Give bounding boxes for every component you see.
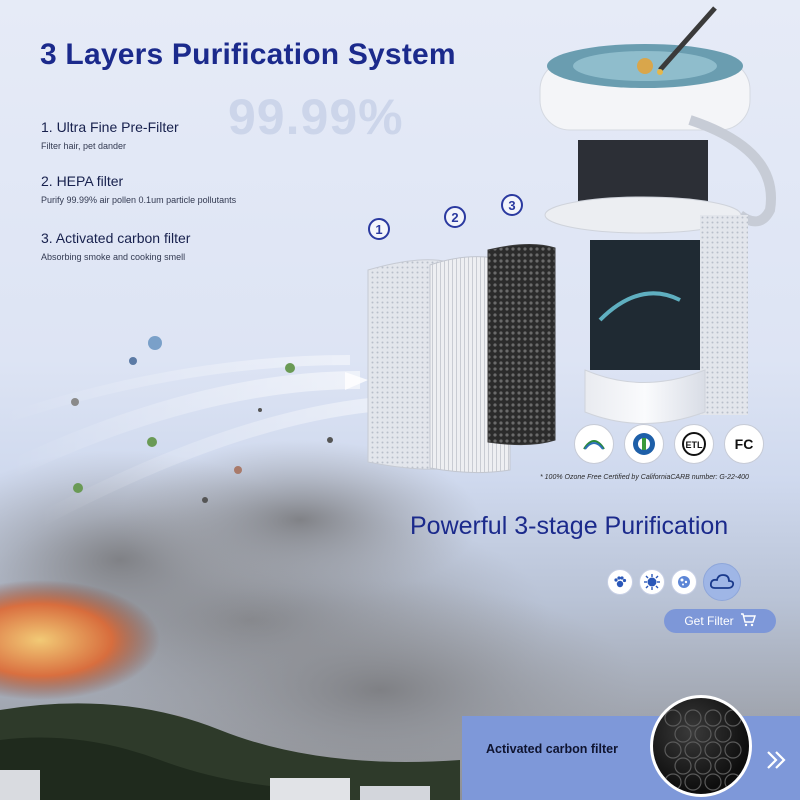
layer-description: Absorbing smoke and cooking smell (41, 252, 186, 262)
promo-headline: Powerful 3-stage Purification (410, 512, 729, 540)
california-badge-icon (574, 424, 614, 464)
svg-text:FC: FC (735, 436, 754, 452)
fc-badge-icon: FC (724, 424, 764, 464)
filter-number-3: 3 (501, 194, 523, 216)
svg-text:ETL: ETL (686, 440, 704, 450)
layer-title: 2. HEPA filter (41, 173, 124, 189)
page-title: 3 Layers Purification System (40, 38, 456, 71)
get-filter-label: Get Filter (684, 614, 734, 628)
etl-badge-icon: ETL (674, 424, 714, 464)
efficiency-watermark: 99.99% (228, 89, 404, 145)
double-chevron-right-icon (767, 751, 786, 769)
layer-item-prefilter: 1. Ultra Fine Pre-Filter Filter hair, pe… (41, 119, 179, 151)
filter-number-2: 2 (444, 206, 466, 228)
certification-badges: ETL FC (574, 424, 764, 464)
next-arrow-button[interactable] (760, 742, 792, 778)
layer-description: Purify 99.99% air pollen 0.1um particle … (41, 195, 237, 205)
cloud-icon (703, 563, 741, 601)
certification-note: * 100% Ozone Free Certified by Californi… (540, 474, 749, 481)
dust-icon (671, 569, 697, 595)
layer-description: Filter hair, pet dander (41, 141, 127, 151)
layer-item-hepa: 2. HEPA filter Purify 99.99% air pollen … (41, 173, 236, 205)
energy-badge-icon (624, 424, 664, 464)
get-filter-button[interactable]: Get Filter (664, 609, 776, 633)
filter-number-1: 1 (368, 218, 390, 240)
layer-title: 3. Activated carbon filter (41, 230, 191, 246)
cart-icon (740, 612, 756, 630)
virus-icon (639, 569, 665, 595)
banner-label: Activated carbon filter (486, 742, 618, 756)
pollutant-icons (607, 563, 741, 601)
layer-item-carbon: 3. Activated carbon filter Absorbing smo… (41, 230, 190, 262)
paw-icon (607, 569, 633, 595)
carbon-texture-image (650, 695, 752, 797)
layer-title: 1. Ultra Fine Pre-Filter (41, 119, 179, 135)
